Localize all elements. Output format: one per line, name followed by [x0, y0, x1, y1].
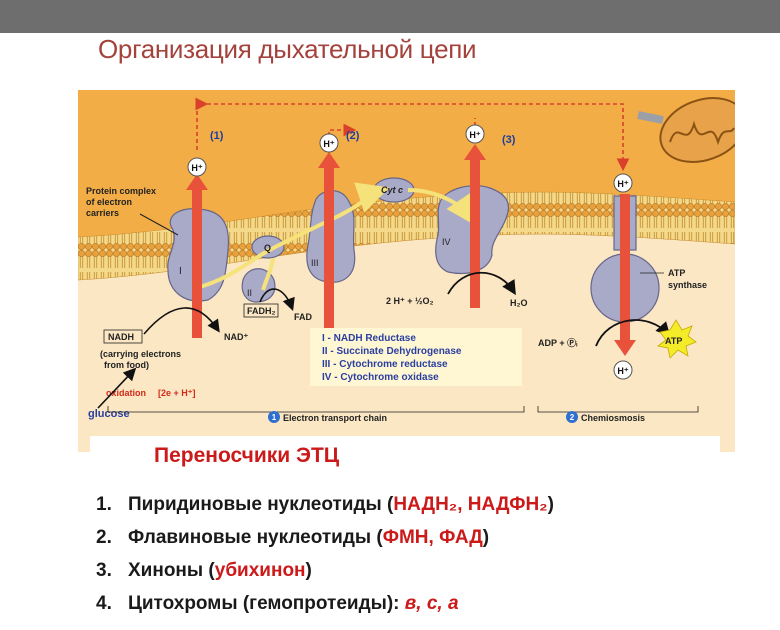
proton-arrow-3: [464, 144, 486, 308]
stage2-label: Chemiosmosis: [581, 413, 645, 423]
stage1-badge: [268, 411, 280, 423]
carrier-tail: ): [482, 527, 490, 548]
q-label: Q: [264, 243, 271, 253]
carrier-highlight: ФМН, ФАД: [382, 527, 483, 548]
legend-item: III - Cytochrome reductase: [322, 359, 448, 370]
carrying-note-line: (carrying electrons: [100, 349, 181, 359]
pump-number-1: (1): [210, 130, 224, 142]
carrier-text: Пиридиновые нуклеотиды (: [128, 494, 394, 515]
electron-path-3: [261, 257, 275, 291]
stage1-label: Electron transport chain: [283, 413, 387, 423]
fadh2-label: FADH₂: [247, 306, 276, 316]
nadh-arrow: [143, 307, 220, 335]
water-reaction-left: 2 H⁺ + ½O₂: [386, 296, 434, 306]
stage1-bracket: [107, 406, 525, 413]
inner-membrane: [78, 191, 735, 281]
proton-circle: H⁺: [187, 157, 207, 177]
carrier-highlight: НАДН₂, НАДФН₂: [393, 494, 548, 515]
carrying-note-line: from food): [104, 360, 149, 370]
adp-label: ADP + Ⓟᵢ: [538, 337, 578, 348]
oxidation-label: oxidation: [106, 388, 146, 398]
proton-circle: H⁺: [613, 360, 633, 380]
atp-arrow: [595, 319, 671, 347]
carrier-number: 2.: [96, 527, 112, 548]
carrier-highlight: убихинон: [214, 560, 306, 581]
slide-top-bar: [0, 0, 780, 33]
complex-note-line: carriers: [86, 208, 119, 218]
carrier-number: 3.: [96, 560, 112, 581]
proton-circle: H⁺: [613, 173, 633, 193]
legend-item: I - NADH Reductase: [322, 333, 416, 344]
glucose-label: glucose: [88, 408, 130, 420]
slide-title: Организация дыхательной цепи: [98, 34, 477, 64]
numeral-i: I: [179, 266, 182, 277]
proton-label: H⁺: [469, 130, 480, 140]
proton-arrow-1: [186, 174, 208, 338]
stage2-number: 2: [570, 413, 575, 422]
legend-item: IV - Cytochrome oxidase: [322, 372, 439, 383]
stage2-bracket: [537, 406, 699, 413]
mitochondrion-icon: [637, 97, 735, 163]
atp-synthase-label: ATP: [668, 268, 685, 278]
proton-circle: H⁺: [465, 124, 485, 144]
ubiquinone-q: [251, 235, 285, 259]
legend-box: [310, 328, 522, 386]
intermembrane-space: [78, 90, 735, 237]
fadh2-arrow: [259, 288, 295, 312]
etc-diagram: H⁺ H⁺ H⁺ H⁺ H⁺ (1) (2) (3) I II III IV Q…: [78, 90, 735, 452]
stage2-badge: [566, 411, 578, 423]
carrier-item: 3. Хиноны (убихинон): [96, 554, 554, 587]
stage1-number: 1: [272, 413, 277, 422]
legend-item: II - Succinate Dehydrogenase: [322, 346, 462, 357]
atp-synthase-label: synthase: [668, 280, 707, 290]
carrier-highlight: в, с, а: [404, 593, 459, 614]
electron-path-2: [407, 188, 478, 227]
fadh2-box: [243, 303, 279, 318]
carrier-number: 4.: [96, 593, 112, 614]
carrier-item: 2. Флавиновые нуклеотиды (ФМН, ФАД): [96, 521, 554, 554]
proton-arrow-synthase: [614, 194, 636, 356]
complex-note-line: Protein complex: [86, 186, 156, 196]
carrier-tail: ): [547, 494, 554, 515]
oxidation-detail: [2e + H⁺]: [158, 388, 196, 398]
pump-number-2: (2): [346, 130, 360, 142]
carriers-panel: Переносчики ЭТЦ 1. Пиридиновые нуклеотиды…: [90, 436, 720, 626]
nadh-box: [103, 329, 143, 344]
carrier-item: 4. Цитохромы (гемопротеиды): в, с, а: [96, 587, 554, 620]
fad-label: FAD: [294, 312, 313, 322]
carrier-number: 1.: [96, 494, 112, 515]
water-arrow: [447, 271, 516, 296]
proton-label: H⁺: [323, 139, 334, 149]
carrier-text: Хиноны (: [128, 560, 215, 581]
numeral-ii: II: [247, 288, 252, 298]
proton-label: H⁺: [617, 366, 628, 376]
nadh-label: NADH: [108, 332, 134, 342]
electron-path: [195, 182, 390, 290]
proton-arrow-2: [318, 152, 340, 338]
numeral-iii: III: [311, 258, 319, 268]
water-label: H₂O: [510, 298, 528, 308]
carrier-item: 1. Пиридиновые нуклеотиды (НАДН₂, НАДФН₂): [96, 488, 554, 521]
proton-label: H⁺: [191, 163, 202, 173]
atp-burst: [657, 319, 697, 359]
numeral-iv: IV: [442, 237, 451, 247]
carriers-title: Переносчики ЭТЦ: [154, 444, 340, 467]
electron-transport-figure: H⁺ H⁺ H⁺ H⁺ H⁺ (1) (2) (3) I II III IV Q…: [78, 90, 735, 452]
carrier-list: 1. Пиридиновые нуклеотиды (НАДН₂, НАДФН₂)…: [96, 488, 554, 620]
complex-note-line: of electron: [86, 197, 132, 207]
glucose-arrow: [97, 367, 137, 409]
proton-circle: H⁺: [319, 133, 339, 153]
carrier-text: Цитохромы (гемопротеиды):: [128, 593, 405, 614]
carrier-tail: ): [305, 560, 312, 581]
complex-note-pointer: [139, 213, 179, 236]
pump-number-3: (3): [502, 134, 516, 146]
carrier-text: Флавиновые нуклеотиды (: [128, 527, 383, 548]
nad-label: NAD⁺: [224, 332, 248, 342]
atp-label: ATP: [665, 336, 682, 346]
proton-route-dashed: [196, 103, 630, 172]
cytc-label: Cyt c: [381, 185, 403, 195]
proton-label: H⁺: [617, 179, 628, 189]
